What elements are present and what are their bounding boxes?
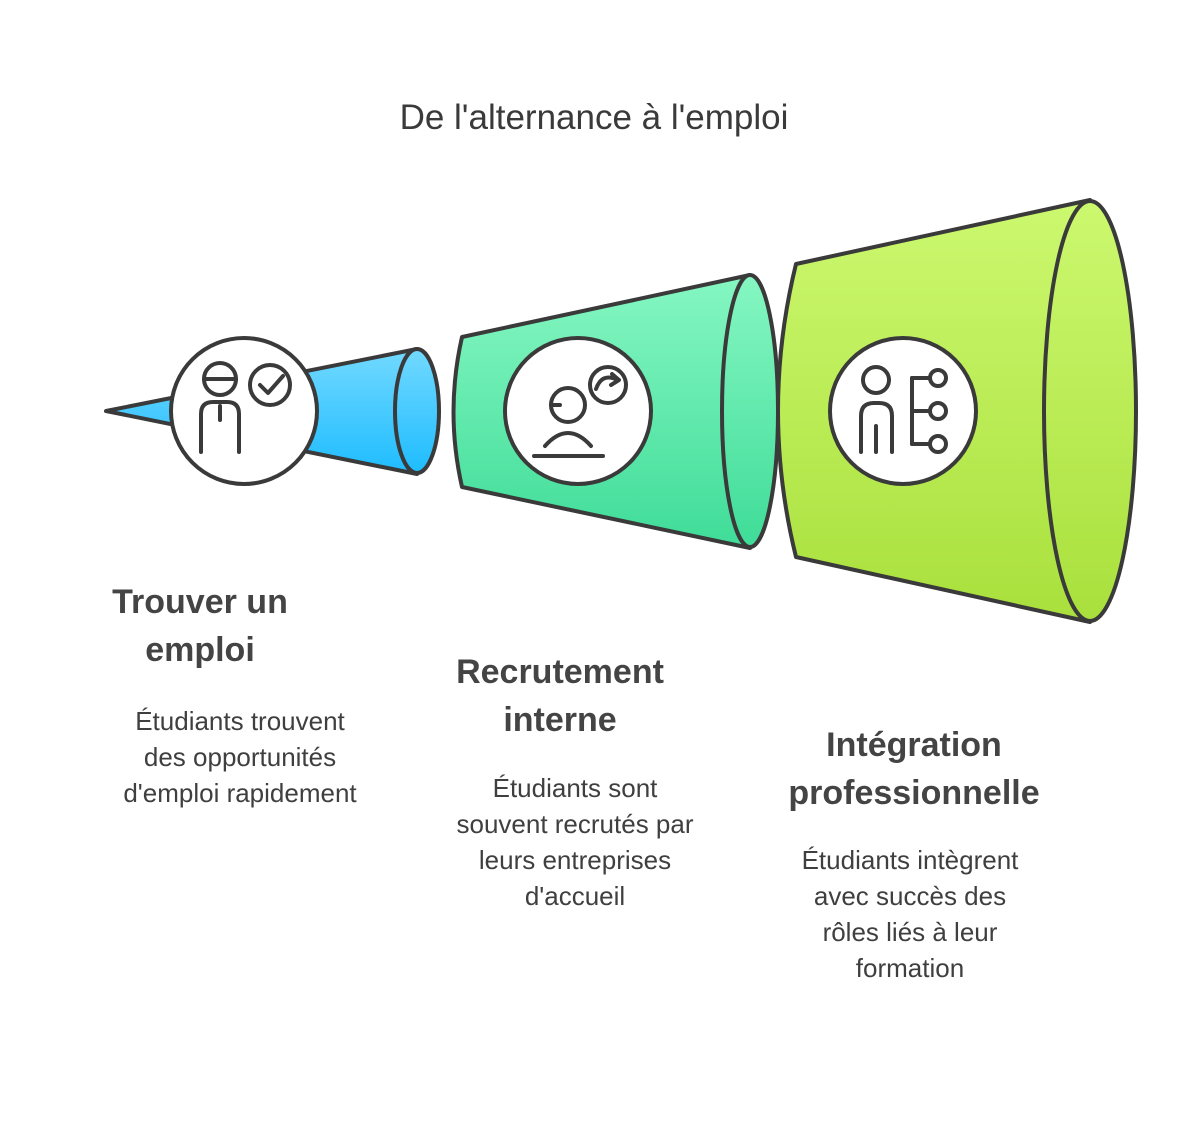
stage-1-description: Étudiants trouvent des opportunités d'em…	[90, 703, 390, 811]
person-refresh-icon	[503, 336, 653, 486]
diagram-title: De l'alternance à l'emploi	[399, 98, 789, 137]
stage-1-desc-line: d'emploi rapidement	[123, 778, 357, 808]
stage-1-title-line2: emploi	[145, 631, 255, 669]
stage-3-title-line1: Intégration	[826, 726, 1002, 764]
stage-1-desc-line: des opportunités	[143, 742, 337, 772]
stage-3-desc-line: rôles liés à leur	[822, 917, 998, 947]
stage-3-desc-line: formation	[855, 953, 965, 983]
stage-3-title-line2: professionnelle	[788, 774, 1040, 812]
stage-2-desc-line: leurs entreprises	[478, 845, 672, 875]
stage-2-desc-line: souvent recrutés par	[456, 809, 694, 839]
stage-2-description: Étudiants sont souvent recrutés par leur…	[420, 770, 730, 914]
stage-3-description: Étudiants intègrent avec succès des rôle…	[760, 842, 1060, 986]
stage-2-desc-line: d'accueil	[524, 881, 626, 911]
person-checkmark-icon	[169, 336, 319, 486]
person-network-icon	[828, 336, 978, 486]
stage-2-title-line1: Recrutement	[456, 653, 664, 691]
stage-3-desc-line: Étudiants intègrent	[801, 845, 1019, 875]
stage-1-desc-line: Étudiants trouvent	[135, 706, 345, 736]
stage-2-desc-line: Étudiants sont	[492, 773, 658, 803]
stage-3-desc-line: avec succès des	[813, 881, 1007, 911]
stage-3-title: Intégration professionnelle	[754, 721, 1074, 817]
stage-2-title-line2: interne	[503, 701, 617, 739]
stage-1-title-line1: Trouver un	[112, 583, 288, 621]
stage-1-title: Trouver un emploi	[80, 578, 320, 674]
stage-2-title: Recrutement interne	[420, 648, 700, 744]
